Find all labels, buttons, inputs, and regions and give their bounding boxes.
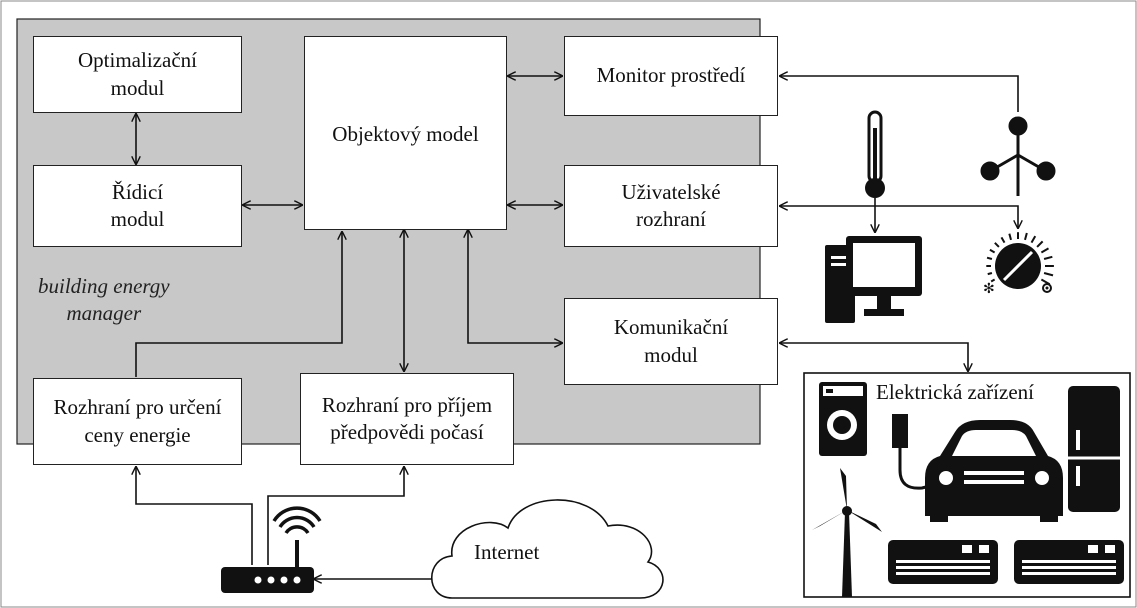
arrow-router-price xyxy=(136,467,253,565)
anemometer-icon xyxy=(980,116,1056,196)
dial-tick xyxy=(990,278,996,283)
communication-module-box: Komunikační modul xyxy=(564,298,778,385)
air-conditioner-icon xyxy=(888,540,998,584)
arrow-model-comm xyxy=(468,230,562,343)
weather-interface-label: Rozhraní pro příjem předpovědi počasí xyxy=(321,392,493,444)
thermometer-icon xyxy=(865,110,885,206)
svg-text:✻: ✻ xyxy=(983,281,995,297)
user-interface-label: Uživatelské rozhraní xyxy=(621,179,721,231)
internet-cloud-icon xyxy=(430,499,664,599)
arrow-sensors-monitor xyxy=(780,76,1019,112)
washing-machine-icon xyxy=(819,382,867,456)
internet-label: Internet xyxy=(474,540,540,564)
arrow-comm-devices xyxy=(780,343,968,371)
arrow-price-model xyxy=(135,232,342,377)
dial-tick xyxy=(1030,235,1037,244)
wind-turbine-icon xyxy=(812,468,882,597)
price-interface-label: Rozhraní pro určení ceny energie xyxy=(53,395,222,447)
devices-title: Elektrická zařízení xyxy=(876,380,1034,404)
dial-tick xyxy=(986,256,993,260)
arrow-ui-thermostat xyxy=(780,206,1018,228)
dial-tick xyxy=(1024,232,1028,241)
dial-tick xyxy=(1008,233,1012,241)
air-conditioner-icon xyxy=(1014,540,1124,584)
dial-tick xyxy=(987,272,993,276)
control-module-box: Řídicí modul xyxy=(33,165,242,247)
connectors xyxy=(136,76,1018,579)
router-icon xyxy=(221,506,322,593)
arrow-router-weather xyxy=(267,467,404,565)
user-interface-box: Uživatelské rozhraní xyxy=(564,165,778,247)
computer-icon xyxy=(825,236,922,323)
optimization-module-label: Optimalizační modul xyxy=(78,48,197,100)
dial-tick xyxy=(1043,272,1054,277)
dial-tick xyxy=(989,248,996,254)
object-model-box: Objektový model xyxy=(304,36,507,230)
weather-interface-box: Rozhraní pro příjem předpovědi počasí xyxy=(300,373,514,465)
building-energy-manager-label: building energy manager xyxy=(38,274,170,326)
optimization-module-box: Optimalizační modul xyxy=(33,36,242,113)
communication-module-label: Komunikační modul xyxy=(613,315,729,367)
thermostat-dial-icon: ✻ xyxy=(983,232,1054,297)
dial-tick xyxy=(1036,240,1044,248)
dial-tick xyxy=(1000,236,1006,244)
electric-car-icon xyxy=(892,414,1063,522)
control-module-label: Řídicí modul xyxy=(110,179,165,231)
environment-monitor-label: Monitor prostředí xyxy=(596,63,746,88)
dial-tick xyxy=(1043,255,1053,260)
dial-tick xyxy=(1040,247,1049,254)
object-model-label: Objektový model xyxy=(332,122,479,146)
price-interface-box: Rozhraní pro určení ceny energie xyxy=(33,378,242,465)
dial-tick xyxy=(994,242,1000,248)
refrigerator-icon xyxy=(1068,386,1120,512)
environment-monitor-box: Monitor prostředí xyxy=(564,36,778,116)
